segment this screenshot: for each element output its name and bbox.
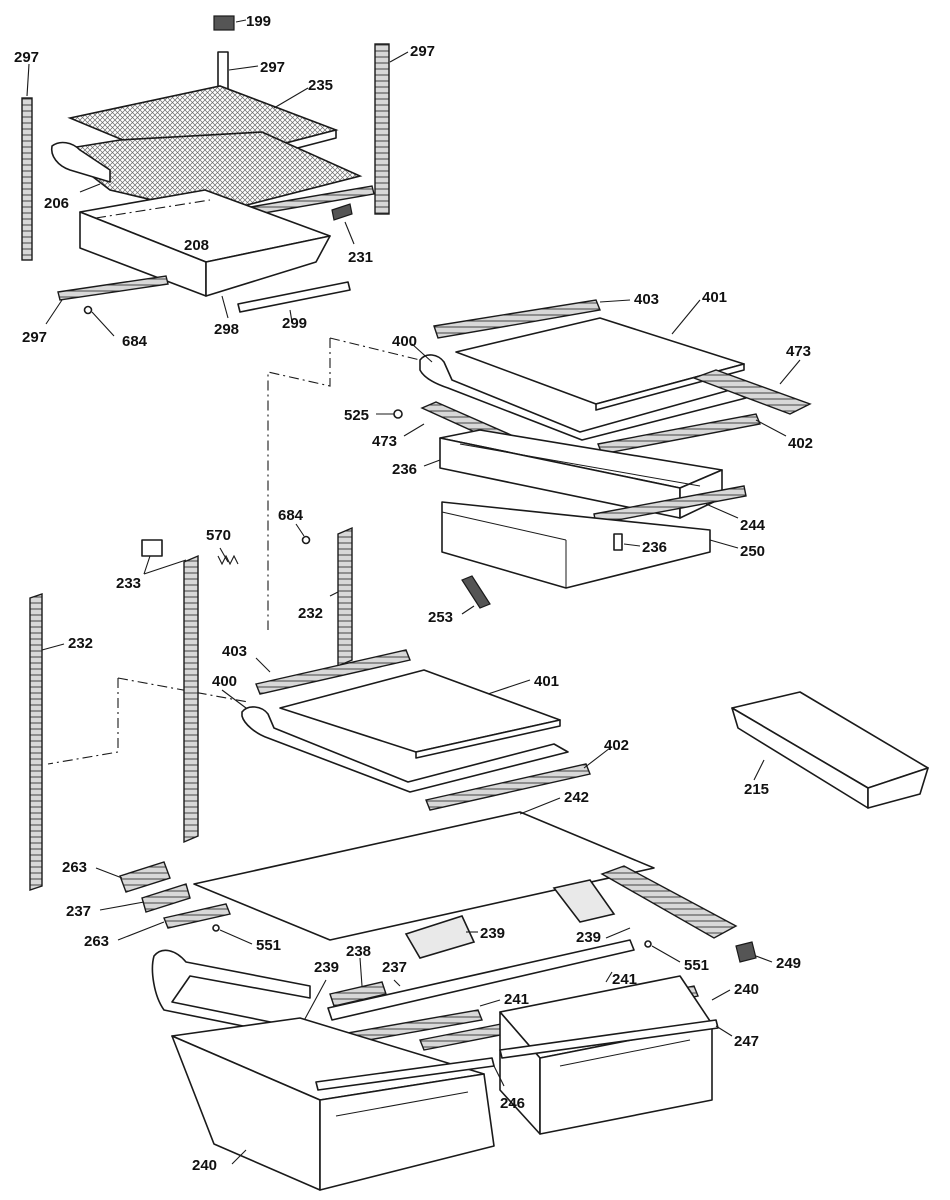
part-402-trim-mid — [425, 763, 591, 811]
label-246: 246 — [500, 1095, 525, 1112]
label-473-left: 473 — [372, 433, 397, 450]
part-401-glass-top — [455, 317, 745, 405]
label-684-top: 684 — [122, 333, 148, 350]
part-238-block — [329, 981, 387, 1007]
label-239-center: 239 — [480, 925, 505, 942]
part-labels: 199 297 297 297 235 206 208 231 298 299 … — [14, 13, 813, 1174]
part-551-screw-left — [212, 924, 220, 932]
middle-assembly — [29, 523, 929, 891]
part-253-latch — [461, 575, 491, 609]
label-236-small: 236 — [642, 539, 667, 556]
label-233: 233 — [116, 575, 141, 592]
label-241-right: 241 — [612, 971, 637, 988]
label-402-mid: 402 — [604, 737, 629, 754]
label-244: 244 — [740, 517, 766, 534]
label-250: 250 — [740, 543, 765, 560]
bottom-assembly — [95, 797, 773, 1191]
part-570-spring — [217, 554, 239, 566]
label-242: 242 — [564, 789, 589, 806]
label-263-upper: 263 — [62, 859, 87, 876]
label-403-top: 403 — [634, 291, 659, 308]
part-232-rail-center — [183, 554, 199, 844]
label-241-left: 241 — [504, 991, 529, 1008]
label-199: 199 — [246, 13, 271, 30]
label-253: 253 — [428, 609, 453, 626]
label-235: 235 — [308, 77, 333, 94]
part-684-screw-mid — [301, 535, 311, 545]
label-208: 208 — [184, 237, 209, 254]
label-570: 570 — [206, 527, 231, 544]
part-206-frame — [56, 131, 363, 215]
part-199-clip — [213, 15, 235, 31]
label-263-lower: 263 — [84, 933, 109, 950]
part-237-left — [141, 883, 191, 913]
label-215: 215 — [744, 781, 769, 798]
label-237-left: 237 — [66, 903, 91, 920]
part-232-rail-left — [29, 593, 43, 891]
part-297-right-rail — [374, 43, 390, 215]
part-242-glass — [193, 811, 655, 941]
label-525: 525 — [344, 407, 369, 424]
label-237-bar: 237 — [382, 959, 407, 976]
part-231-clip — [331, 203, 353, 221]
part-239-rail-right — [600, 865, 738, 939]
part-297-left-rail — [21, 97, 33, 261]
part-247-bar — [499, 1019, 719, 1059]
part-239-bracket-center — [404, 915, 476, 959]
label-236-top: 236 — [392, 461, 417, 478]
part-403-trim-top — [433, 299, 601, 339]
part-237-bar — [327, 939, 635, 1021]
part-297-lower-bar — [57, 275, 169, 301]
part-403-trim-mid — [255, 649, 411, 695]
part-263-upper — [119, 861, 171, 893]
part-239-support-left — [151, 949, 311, 1037]
label-299: 299 — [282, 315, 307, 332]
part-525-screw — [393, 409, 403, 419]
label-401-top: 401 — [702, 289, 727, 306]
label-473-right: 473 — [786, 343, 811, 360]
label-551-right: 551 — [684, 957, 709, 974]
label-239-support: 239 — [314, 959, 339, 976]
label-298: 298 — [214, 321, 239, 338]
part-263-lower — [163, 903, 231, 929]
label-551-left: 551 — [256, 937, 281, 954]
label-401-mid: 401 — [534, 673, 559, 690]
part-232-rail-mid — [337, 526, 353, 668]
label-297-lower: 297 — [22, 329, 47, 346]
part-236-small — [613, 533, 623, 551]
label-238: 238 — [346, 943, 371, 960]
label-400-top: 400 — [392, 333, 417, 350]
top-right-assembly — [376, 299, 812, 615]
part-473-rail-right — [691, 369, 812, 415]
label-297-top-rod: 297 — [260, 59, 285, 76]
part-400-frame-mid — [241, 706, 569, 793]
part-551-screw-right — [644, 940, 652, 948]
label-247: 247 — [734, 1033, 759, 1050]
label-402-top: 402 — [788, 435, 813, 452]
label-231: 231 — [348, 249, 373, 266]
alignment-lines — [47, 337, 421, 765]
label-297-right: 297 — [410, 43, 435, 60]
label-239-right: 239 — [576, 929, 601, 946]
part-299-bar — [237, 281, 351, 313]
part-249-latch — [735, 941, 757, 963]
label-403-mid: 403 — [222, 643, 247, 660]
label-249: 249 — [776, 955, 801, 972]
part-250-housing — [441, 501, 711, 589]
label-206: 206 — [44, 195, 69, 212]
label-684-mid: 684 — [278, 507, 304, 524]
top-left-assembly — [21, 15, 409, 337]
label-240-right: 240 — [734, 981, 759, 998]
label-240-left: 240 — [192, 1157, 217, 1174]
label-232-left: 232 — [68, 635, 93, 652]
label-232-mid: 232 — [298, 605, 323, 622]
label-297-left: 297 — [14, 49, 39, 66]
part-684-screw — [83, 305, 93, 315]
label-400-mid: 400 — [212, 673, 237, 690]
part-239-bracket-right — [552, 879, 616, 923]
part-401-glass-mid — [279, 669, 561, 753]
part-233-bracket — [141, 539, 163, 557]
